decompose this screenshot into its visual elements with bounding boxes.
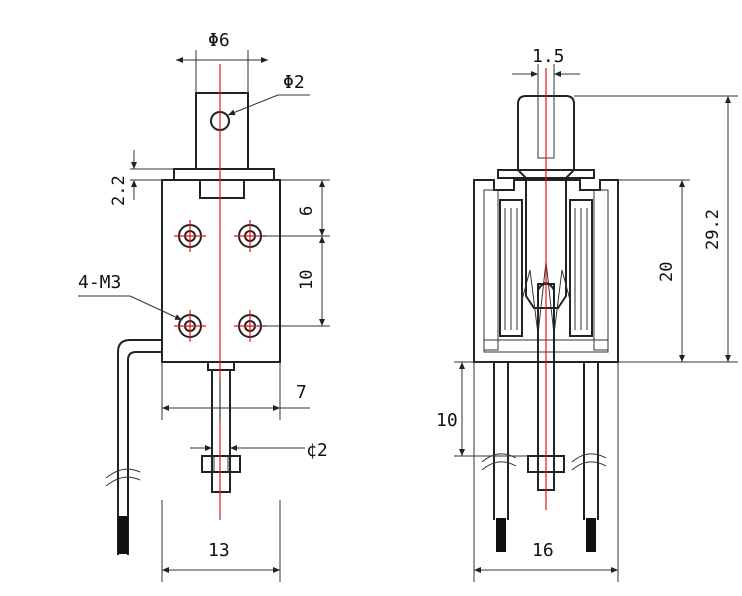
section-view: 1.5 29.2 20 10 16 (436, 46, 738, 582)
lead-wire (117, 339, 162, 555)
nut (201, 455, 241, 473)
label-hole-offset: 6 (297, 206, 317, 216)
label-width-front: 13 (208, 540, 230, 561)
flange-step (199, 179, 245, 199)
label-plunger-offset: 7 (296, 382, 307, 403)
coil-left (499, 199, 523, 337)
label-body-height: 20 (657, 262, 677, 282)
label-width-section: 16 (532, 540, 554, 561)
push-rod (211, 369, 231, 493)
front-view: Φ6 Φ2 2.2 6 10 4-M3 7 ¢2 13 (78, 30, 330, 582)
wire-tip (118, 516, 128, 554)
label-hole-spacing: 10 (297, 270, 317, 290)
flange (173, 168, 275, 181)
coil-body (161, 179, 281, 363)
label-hole-dia: Φ2 (283, 72, 305, 93)
label-rod-dia: ¢2 (306, 440, 328, 461)
label-total-height: 29.2 (703, 209, 723, 250)
plunger (517, 95, 575, 309)
label-slot: 1.5 (532, 46, 565, 67)
lower-rod (207, 361, 235, 371)
label-rod-ext: 10 (436, 410, 458, 431)
label-top-dia: Φ6 (208, 30, 230, 51)
label-threads: 4-M3 (78, 272, 121, 293)
top-shaft (195, 92, 249, 170)
coil-right (569, 199, 593, 337)
label-flange: 2.2 (109, 175, 129, 206)
section-leads (481, 362, 607, 552)
